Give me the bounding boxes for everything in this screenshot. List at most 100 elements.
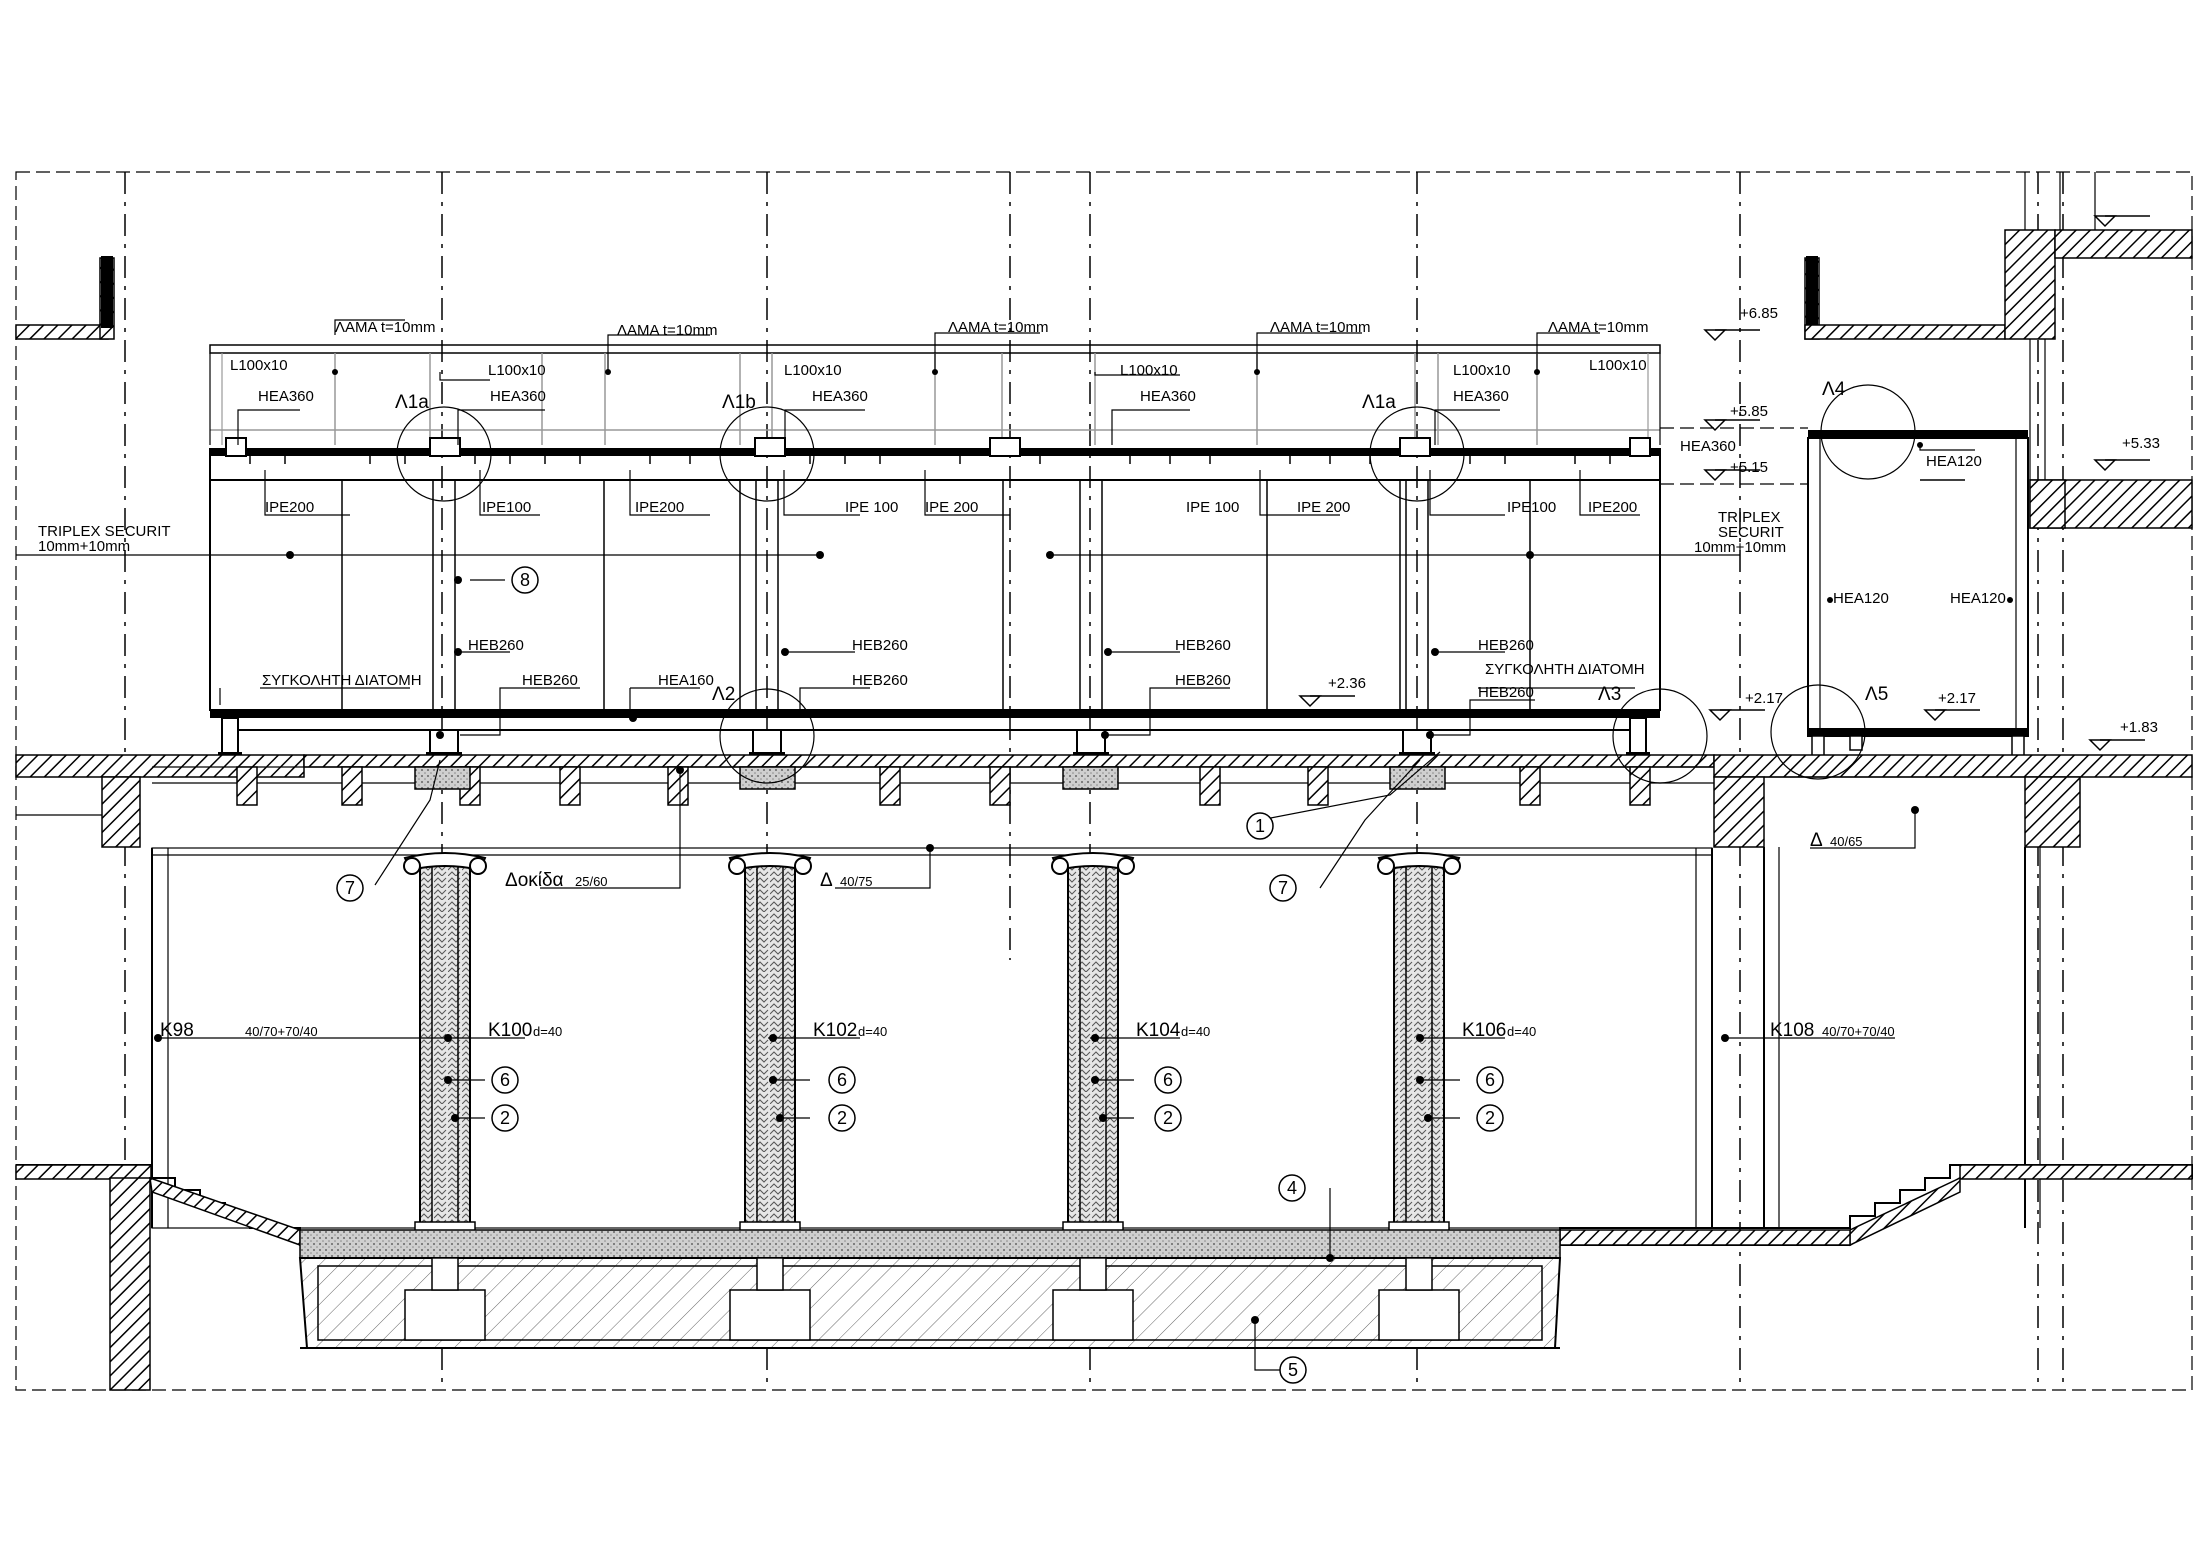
label-hea360-5: HEA360 bbox=[1453, 388, 1509, 405]
label-hea360-3: HEA360 bbox=[812, 388, 868, 405]
callout-5: 5 bbox=[1288, 1360, 1298, 1380]
label-beam-d2-size: 40/65 bbox=[1830, 834, 1863, 849]
callout-4: 4 bbox=[1287, 1178, 1297, 1198]
label-level-515: +5.15 bbox=[1730, 459, 1768, 476]
label-level-236: +2.36 bbox=[1328, 675, 1366, 692]
callout-2-c: 2 bbox=[1163, 1108, 1173, 1128]
label-detail-l2: Λ2 bbox=[712, 684, 735, 705]
label-heb260-4: HEB260 bbox=[1478, 637, 1534, 654]
callouts: 8 1 7 7 6 6 6 6 2 2 2 2 4 5 bbox=[336, 566, 1504, 1384]
label-detail-l5: Λ5 bbox=[1865, 684, 1888, 705]
callout-7-left: 7 bbox=[345, 878, 355, 898]
label-col-k108-size: 40/70+70/40 bbox=[1822, 1024, 1895, 1039]
callout-6-b: 6 bbox=[837, 1070, 847, 1090]
label-ipe100-1: IPE100 bbox=[482, 499, 531, 516]
label-ipe100-4: IPE100 bbox=[1507, 499, 1556, 516]
label-detail-l1b: Λ1b bbox=[722, 392, 756, 413]
label-col-k98: Κ98 bbox=[160, 1020, 194, 1041]
callout-6-c: 6 bbox=[1163, 1070, 1173, 1090]
label-heb260-7: HEB260 bbox=[1175, 672, 1231, 689]
label-welded-right: ΣΥΓΚΟΛΗΤΗ ΔΙΑΤΟΜΗ bbox=[1485, 661, 1645, 678]
label-beam-dokida: Δοκίδα bbox=[505, 870, 564, 891]
callout-2-b: 2 bbox=[837, 1108, 847, 1128]
label-level-585: +5.85 bbox=[1730, 403, 1768, 420]
floor-slab bbox=[15, 754, 2193, 848]
label-l100-4: L100x10 bbox=[1120, 362, 1178, 379]
label-detail-l1a-left: Λ1a bbox=[395, 392, 429, 413]
label-heb260-5: HEB260 bbox=[522, 672, 578, 689]
ground-and-foundation bbox=[15, 1164, 2193, 1391]
callout-1: 1 bbox=[1255, 816, 1265, 836]
callout-8: 8 bbox=[520, 570, 530, 590]
callout-6-d: 6 bbox=[1485, 1070, 1495, 1090]
label-heb260-2: HEB260 bbox=[852, 637, 908, 654]
label-hea160: HEA160 bbox=[658, 672, 714, 689]
label-lama-2: ΛΑΜΑ t=10mm bbox=[617, 322, 717, 339]
label-col-k104-size: d=40 bbox=[1181, 1024, 1210, 1039]
label-triplex-right-3: 10mm+10mm bbox=[1694, 539, 1786, 556]
label-ipe200-3: IPE 200 bbox=[925, 499, 978, 516]
label-hea360-right: HEA360 bbox=[1680, 438, 1736, 455]
label-col-k100-size: d=40 bbox=[533, 1024, 562, 1039]
label-triplex-right-2: SECURIT bbox=[1718, 524, 1784, 541]
label-level-217b: +2.17 bbox=[1938, 690, 1976, 707]
label-ipe200-1: IPE200 bbox=[265, 499, 314, 516]
label-lama-4: ΛΑΜΑ t=10mm bbox=[1270, 319, 1370, 336]
label-level-533: +5.33 bbox=[2122, 435, 2160, 452]
existing-slab-left bbox=[15, 256, 115, 340]
label-l100-6: L100x10 bbox=[1589, 357, 1647, 374]
label-hea360-1: HEA360 bbox=[258, 388, 314, 405]
label-heb260-3: HEB260 bbox=[1175, 637, 1231, 654]
label-hea120-left: HEA120 bbox=[1833, 590, 1889, 607]
label-ipe100-3: IPE 100 bbox=[1186, 499, 1239, 516]
label-col-k106-size: d=40 bbox=[1507, 1024, 1536, 1039]
label-hea120-right: HEA120 bbox=[1950, 590, 2006, 607]
existing-slab-right bbox=[1804, 172, 2193, 529]
callout-6-a: 6 bbox=[500, 1070, 510, 1090]
label-welded-left: ΣΥΓΚΟΛΗΤΗ ΔΙΑΤΟΜΗ bbox=[262, 672, 422, 689]
label-triplex-left-2: 10mm+10mm bbox=[38, 538, 130, 555]
label-heb260-1: HEB260 bbox=[468, 637, 524, 654]
label-level-183: +1.83 bbox=[2120, 719, 2158, 736]
label-triplex-right-1: TRIPLEX bbox=[1718, 509, 1781, 526]
label-hea120-top: HEA120 bbox=[1926, 453, 1982, 470]
label-beam-d-size: 40/75 bbox=[840, 874, 873, 889]
label-ipe200-5: IPE200 bbox=[1588, 499, 1637, 516]
leader-lines bbox=[16, 319, 2013, 1371]
label-l100-3: L100x10 bbox=[784, 362, 842, 379]
label-beam-d2: Δ bbox=[1810, 830, 1823, 851]
label-hea360-4: HEA360 bbox=[1140, 388, 1196, 405]
side-box-structure bbox=[1660, 427, 2029, 757]
label-triplex-left-1: TRIPLEX SECURIT bbox=[38, 523, 171, 540]
label-l100-5: L100x10 bbox=[1453, 362, 1511, 379]
ionic-capitals bbox=[403, 852, 1461, 875]
label-col-k98-size: 40/70+70/40 bbox=[245, 1024, 318, 1039]
label-detail-l3: Λ3 bbox=[1598, 684, 1621, 705]
label-detail-l4: Λ4 bbox=[1822, 379, 1846, 400]
label-col-k102-size: d=40 bbox=[858, 1024, 887, 1039]
label-l100-1: L100x10 bbox=[230, 357, 288, 374]
label-ipe200-2: IPE200 bbox=[635, 499, 684, 516]
label-ipe100-2: IPE 100 bbox=[845, 499, 898, 516]
label-beam-dokida-size: 25/60 bbox=[575, 874, 608, 889]
annotation-labels: ΛΑΜΑ t=10mm ΛΑΜΑ t=10mm ΛΑΜΑ t=10mm ΛΑΜΑ… bbox=[38, 305, 2160, 1041]
label-heb260-8: HEB260 bbox=[1478, 684, 1534, 701]
drawing-frame bbox=[15, 171, 2193, 1391]
label-l100-2: L100x10 bbox=[488, 362, 546, 379]
callout-2-a: 2 bbox=[500, 1108, 510, 1128]
lower-frame bbox=[151, 847, 2041, 1233]
label-ipe200-4: IPE 200 bbox=[1297, 499, 1350, 516]
label-beam-d: Δ bbox=[820, 870, 833, 891]
callout-2-d: 2 bbox=[1485, 1108, 1495, 1128]
label-lama-5: ΛΑΜΑ t=10mm bbox=[1548, 319, 1648, 336]
label-level-217a: +2.17 bbox=[1745, 690, 1783, 707]
label-hea360-2: HEA360 bbox=[490, 388, 546, 405]
callout-7-right: 7 bbox=[1278, 878, 1288, 898]
label-heb260-6: HEB260 bbox=[852, 672, 908, 689]
label-col-k100: Κ100 bbox=[488, 1020, 532, 1041]
label-lama-3: ΛΑΜΑ t=10mm bbox=[948, 319, 1048, 336]
label-lama-1: ΛΑΜΑ t=10mm bbox=[335, 319, 435, 336]
label-detail-l1a-right: Λ1a bbox=[1362, 392, 1396, 413]
label-col-k102: Κ102 bbox=[813, 1020, 857, 1041]
